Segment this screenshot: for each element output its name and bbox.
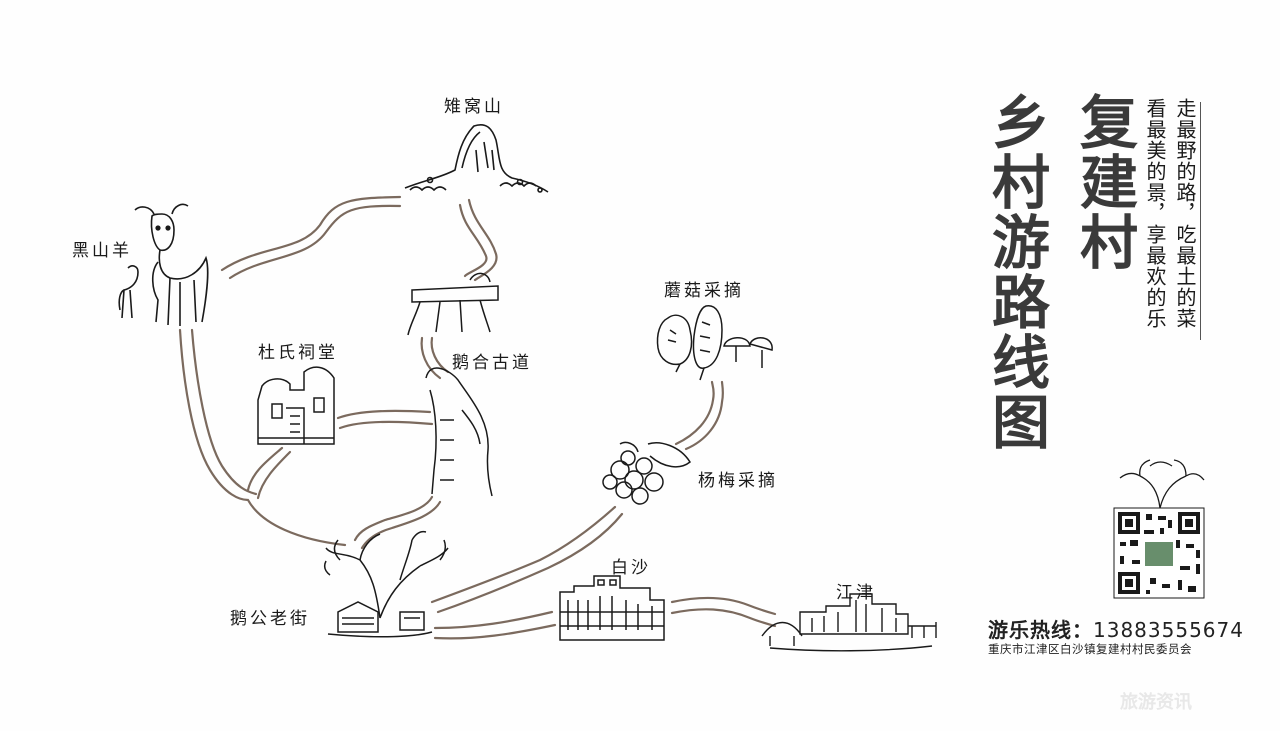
mushroom-drawing bbox=[656, 305, 773, 381]
road-citang-gudao bbox=[336, 409, 434, 430]
road-gudao-lower bbox=[420, 336, 450, 380]
label-baisha: 白沙 bbox=[611, 558, 651, 578]
road-baisha-jiangjin bbox=[670, 596, 777, 628]
road-yangmei-mogu bbox=[674, 380, 724, 451]
roads bbox=[178, 195, 777, 640]
title-line1: 复建村 bbox=[1070, 92, 1138, 272]
label-mogucaizhai: 蘑菇采摘 bbox=[664, 281, 744, 301]
road-jie-baisha bbox=[433, 610, 557, 640]
road-heishanyang-jie bbox=[178, 328, 347, 547]
road-zhiwoshan-heishanyang bbox=[220, 195, 402, 280]
road-cliff-jie bbox=[353, 495, 442, 550]
yangmei-drawing bbox=[602, 441, 691, 505]
label-gegonglaojie: 鹅公老街 bbox=[230, 609, 310, 629]
qr-tree-drawing bbox=[1119, 459, 1205, 509]
label-dushicitang: 杜氏祠堂 bbox=[258, 343, 338, 363]
hotline-label: 游乐热线： bbox=[988, 618, 1093, 642]
road-zhiwoshan-gehegudao bbox=[458, 198, 498, 282]
gudao-drawing bbox=[407, 272, 499, 497]
goat-drawing bbox=[118, 203, 209, 326]
qr-code[interactable] bbox=[1113, 507, 1205, 599]
label-heishanyang: 黑山羊 bbox=[72, 241, 132, 261]
slogan-divider bbox=[1200, 102, 1201, 340]
label-gehegudao: 鹅合古道 bbox=[452, 353, 532, 373]
citang-drawing bbox=[257, 366, 335, 445]
slogan-line1: 走最野的路，吃最土的菜 bbox=[1173, 98, 1197, 329]
jiangjin-drawing bbox=[761, 593, 937, 652]
road-jie-yangmei bbox=[430, 505, 624, 614]
mountain-drawing bbox=[404, 124, 549, 193]
old-street-drawing bbox=[323, 530, 449, 638]
label-zhiwoshan: 雉窝山 bbox=[444, 97, 504, 117]
road-citang-jie bbox=[246, 446, 292, 500]
hotline: 游乐热线：13883555674 bbox=[988, 614, 1244, 643]
label-yangmeicaizhai: 杨梅采摘 bbox=[698, 471, 778, 491]
hotline-number[interactable]: 13883555674 bbox=[1093, 618, 1244, 642]
label-jiangjin: 江津 bbox=[836, 583, 876, 603]
baisha-drawing bbox=[559, 575, 665, 641]
address: 重庆市江津区白沙镇复建村村民委员会 bbox=[988, 642, 1192, 656]
watermark: 旅游资讯 bbox=[1120, 692, 1192, 713]
title-line2: 乡村游路线图 bbox=[982, 92, 1050, 452]
slogan-line2: 看最美的景，享最欢的乐 bbox=[1143, 98, 1167, 329]
